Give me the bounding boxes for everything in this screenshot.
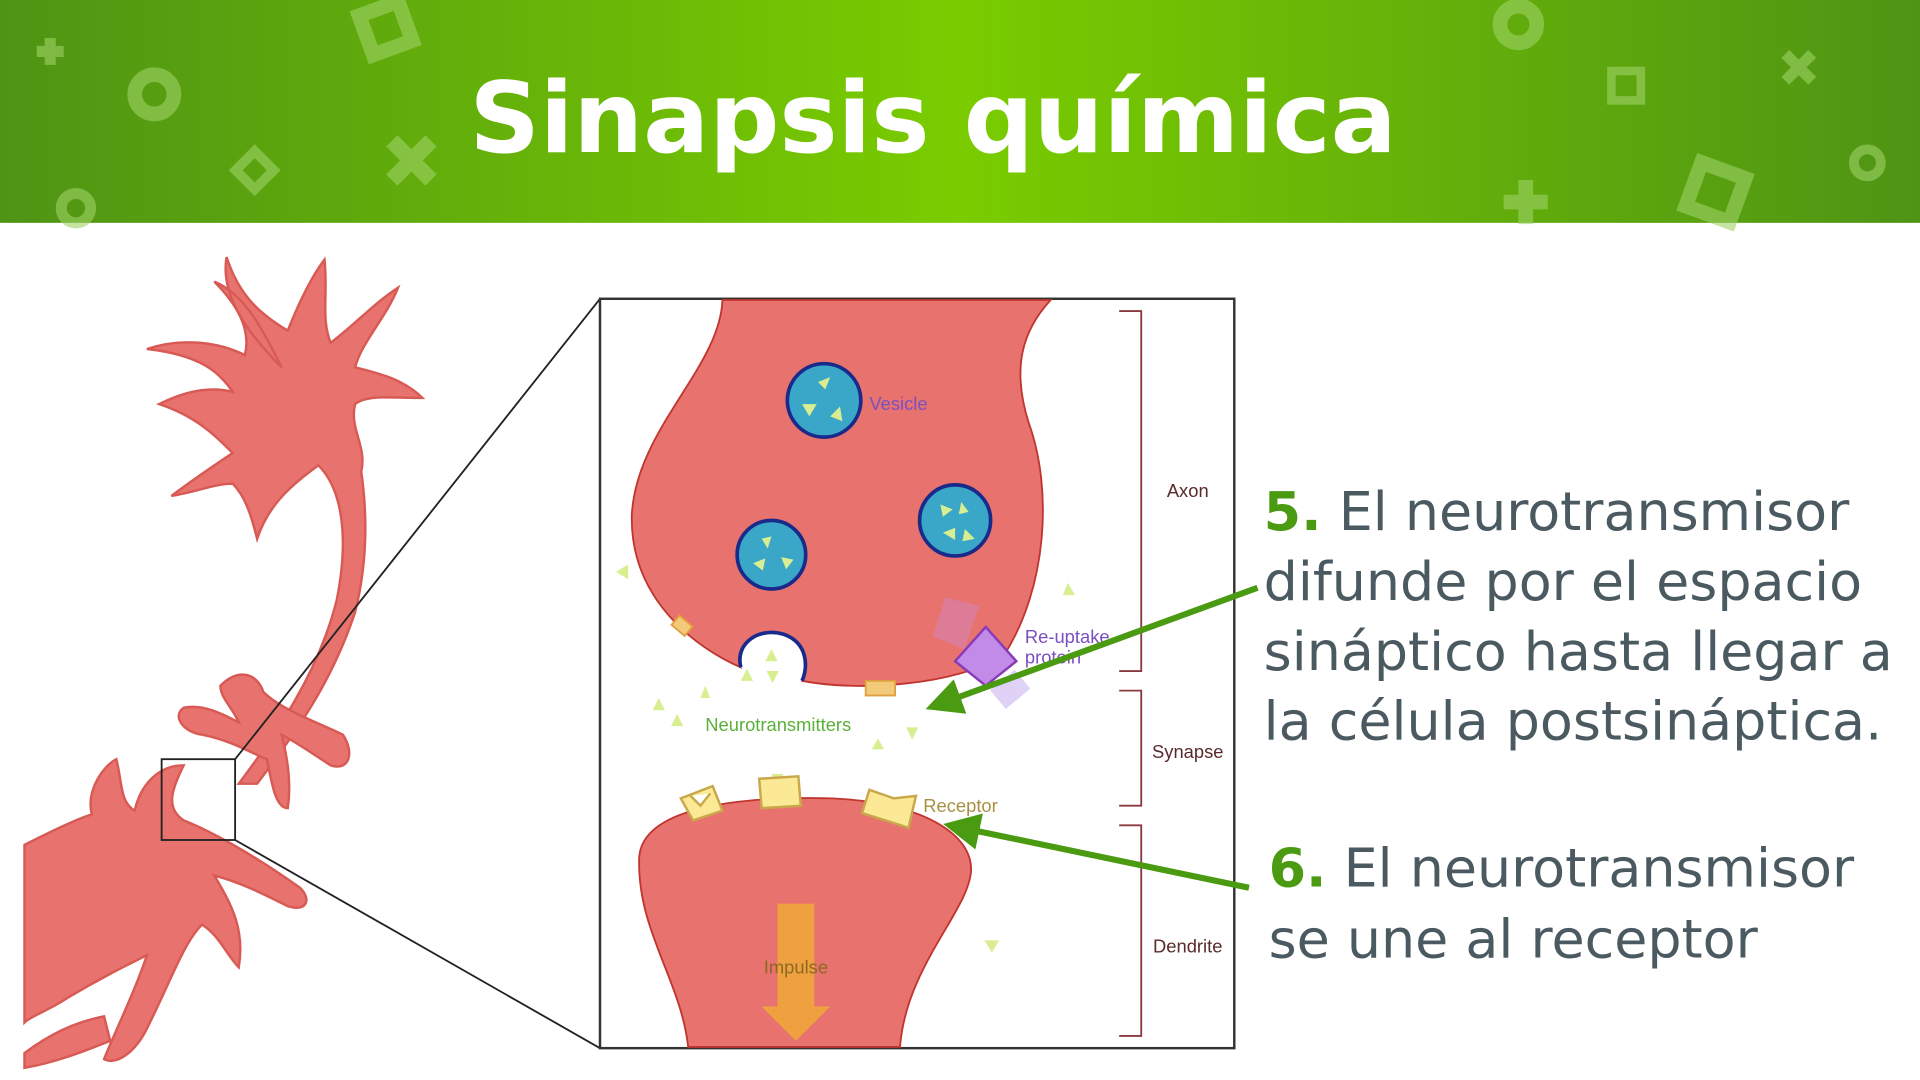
step-line: El neurotransmisor bbox=[1344, 837, 1855, 900]
step-line: se une al receptor bbox=[1269, 908, 1759, 971]
label-receptor: Receptor bbox=[923, 795, 998, 816]
step-5: 5. El neurotransmisor difunde por el espa… bbox=[1264, 480, 1893, 752]
step-line: la célula postsináptica. bbox=[1264, 690, 1883, 753]
label-neurotransmitters: Neurotransmitters bbox=[705, 714, 851, 735]
synapse-diagram: Vesicle Re-uptake protein Neurotransmitt… bbox=[598, 297, 1236, 1050]
label-impulse: Impulse bbox=[764, 956, 828, 977]
impulse-arrow bbox=[761, 903, 831, 1041]
decorative-shapes bbox=[36, 0, 1886, 232]
neuron-illustration bbox=[23, 256, 426, 1070]
header-banner: Sinapsis química bbox=[0, 0, 1920, 232]
step-number: 5. bbox=[1264, 480, 1322, 543]
step-line: El neurotransmisor bbox=[1339, 480, 1850, 543]
step-line: sináptico hasta llegar a bbox=[1264, 620, 1893, 683]
neurotransmitter-molecules bbox=[615, 377, 1076, 953]
receptors bbox=[679, 775, 918, 830]
label-reuptake-line2: protein bbox=[1025, 647, 1081, 668]
label-axon: Axon bbox=[1167, 480, 1209, 501]
label-dendrite: Dendrite bbox=[1153, 936, 1222, 957]
arrow-step-5 bbox=[925, 584, 1259, 714]
vesicles bbox=[735, 361, 993, 591]
step-line: difunde por el espacio bbox=[1264, 550, 1862, 613]
membrane-channels bbox=[670, 614, 897, 697]
label-synapse: Synapse bbox=[1152, 741, 1223, 762]
arrow-step-6 bbox=[943, 813, 1250, 891]
svg-text:5.El neurotransmisor: 5. El neurotransmisor bbox=[1264, 480, 1850, 543]
zoom-line-top bbox=[234, 298, 601, 760]
zoom-line-bottom bbox=[234, 839, 601, 1049]
step-number: 6. bbox=[1269, 837, 1327, 900]
step-6: 6. El neurotransmisor se une al receptor bbox=[1269, 837, 1855, 971]
region-brackets bbox=[1119, 310, 1143, 1037]
label-reuptake-line1: Re-uptake bbox=[1025, 626, 1110, 647]
zoom-region-marker bbox=[160, 758, 237, 841]
label-vesicle: Vesicle bbox=[869, 393, 927, 414]
reuptake-protein bbox=[933, 597, 1031, 710]
svg-text:6.El neurotransmisor: 6. El neurotransmisor bbox=[1269, 837, 1855, 900]
page-title: Sinapsis química bbox=[469, 62, 1396, 176]
